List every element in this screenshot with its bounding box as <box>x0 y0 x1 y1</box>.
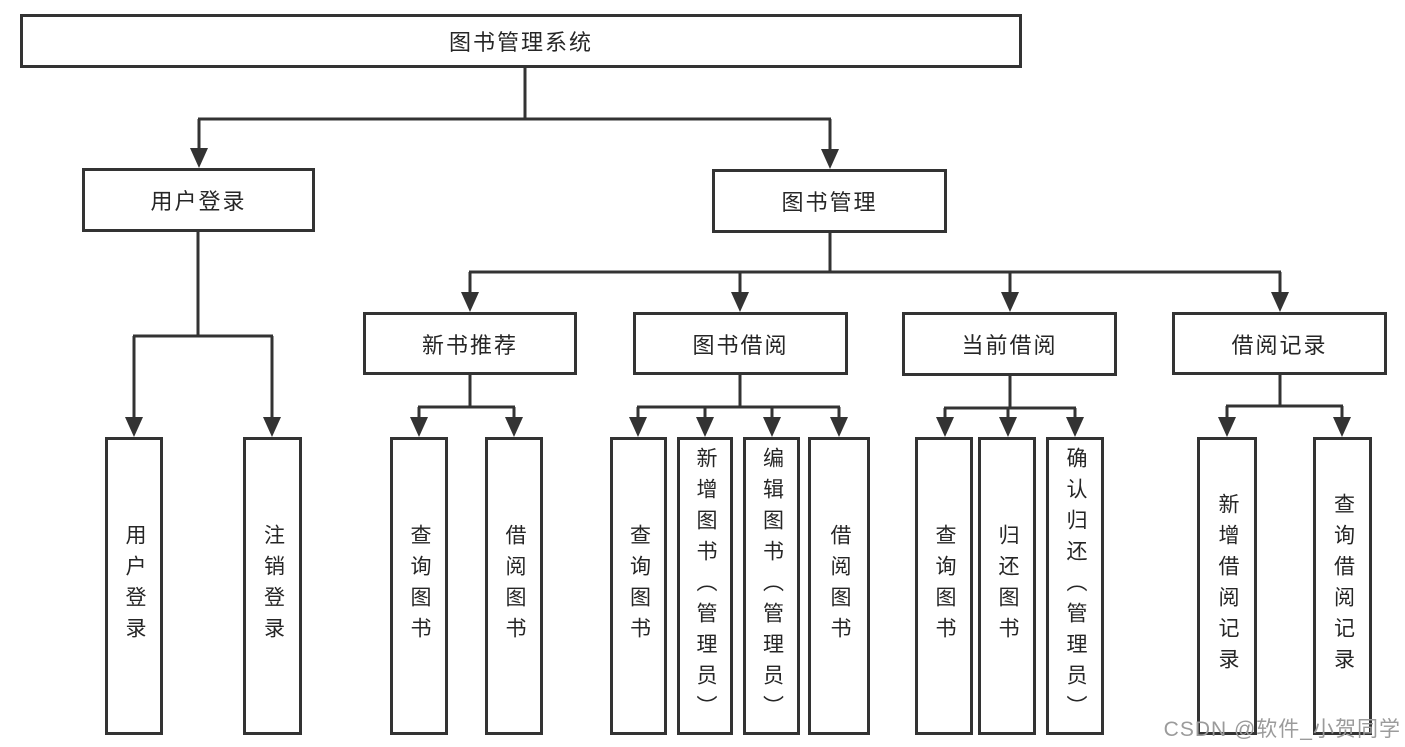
node-root: 图书管理系统 <box>20 14 1022 68</box>
connector-current-borrow <box>936 375 1084 437</box>
leaf-query-record-label: 查询借阅记录 <box>1331 493 1355 679</box>
node-book-borrow: 图书借阅 <box>633 312 848 375</box>
node-user-login: 用户登录 <box>82 168 315 232</box>
leaf-user-login: 用户登录 <box>105 437 163 735</box>
leaf-user-login-label: 用户登录 <box>123 524 146 648</box>
leaf-query-book-3: 查询图书 <box>915 437 973 735</box>
connector-book-borrow <box>629 375 848 437</box>
connector-borrow-record <box>1218 375 1351 437</box>
node-borrow-record: 借阅记录 <box>1172 312 1387 375</box>
node-user-login-label: 用户登录 <box>150 189 247 214</box>
connector-user-login <box>125 232 281 437</box>
node-root-label: 图书管理系统 <box>448 30 593 55</box>
node-borrow-record-label: 借阅记录 <box>1231 332 1328 358</box>
node-book-mgmt-label: 图书管理 <box>781 190 878 215</box>
leaf-borrow-book-2: 借阅图书 <box>808 437 870 735</box>
leaf-query-book-2: 查询图书 <box>610 437 667 735</box>
leaf-edit-book-label: 编辑图书（管理员） <box>760 446 784 726</box>
leaf-query-book-1-label: 查询图书 <box>408 524 431 648</box>
node-new-book-rec-label: 新书推荐 <box>421 332 518 358</box>
leaf-confirm-return: 确认归还（管理员） <box>1046 437 1104 735</box>
leaf-add-record-label: 新增借阅记录 <box>1216 493 1239 679</box>
leaf-query-book-3-label: 查询图书 <box>933 524 956 648</box>
leaf-add-book: 新增图书（管理员） <box>677 437 733 735</box>
node-book-mgmt: 图书管理 <box>712 169 947 233</box>
leaf-add-record: 新增借阅记录 <box>1197 437 1257 735</box>
node-book-borrow-label: 图书借阅 <box>692 332 789 358</box>
leaf-query-record: 查询借阅记录 <box>1313 437 1372 735</box>
leaf-edit-book: 编辑图书（管理员） <box>743 437 800 735</box>
node-current-borrow: 当前借阅 <box>902 312 1117 376</box>
leaf-borrow-book-1-label: 借阅图书 <box>503 524 526 648</box>
leaf-return-book: 归还图书 <box>978 437 1036 735</box>
leaf-borrow-book-2-label: 借阅图书 <box>828 524 851 648</box>
leaf-logout-label: 注销登录 <box>261 524 285 648</box>
node-current-borrow-label: 当前借阅 <box>961 333 1058 358</box>
leaf-query-book-2-label: 查询图书 <box>627 524 651 648</box>
leaf-add-book-label: 新增图书（管理员） <box>694 446 717 726</box>
leaf-logout: 注销登录 <box>243 437 302 735</box>
connector-book-mgmt <box>461 233 1289 312</box>
leaf-query-book-1: 查询图书 <box>390 437 448 735</box>
connector-new-book-rec <box>410 375 523 437</box>
leaf-confirm-return-label: 确认归还（管理员） <box>1064 446 1087 726</box>
csdn-watermark: CSDN @软件_小贺同学 <box>1163 718 1401 741</box>
leaf-borrow-book-1: 借阅图书 <box>485 437 543 735</box>
connector-root <box>190 68 839 169</box>
node-new-book-rec: 新书推荐 <box>363 312 577 375</box>
leaf-return-book-label: 归还图书 <box>996 524 1019 648</box>
